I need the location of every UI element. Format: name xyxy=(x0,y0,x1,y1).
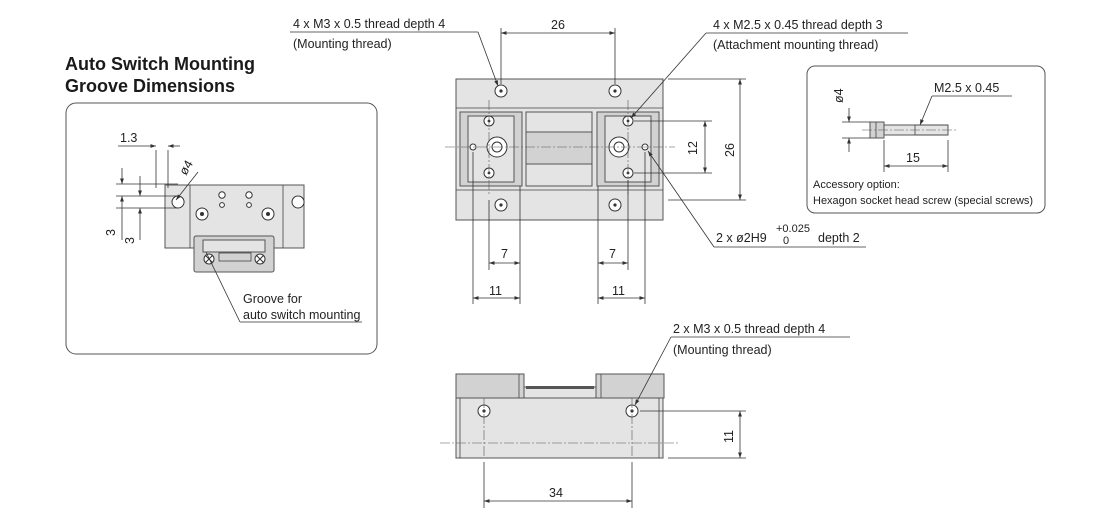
groove-label-line1: Groove for xyxy=(243,292,302,306)
accessory-note-line1: Accessory option: xyxy=(813,179,900,191)
groove-label-line2: auto switch mounting xyxy=(243,308,360,322)
accessory-note-line2: Hexagon socket head screw (special screw… xyxy=(813,195,1033,207)
callout-mount-line1: 4 x M3 x 0.5 thread depth 4 xyxy=(293,17,445,31)
dim-left-11: 11 xyxy=(489,284,502,298)
groove-dim-1.3: 1.3 xyxy=(120,131,137,145)
side-dim-34: 34 xyxy=(549,486,563,500)
side-left-jaw xyxy=(455,373,525,399)
side-callout-line1: 2 x M3 x 0.5 thread depth 4 xyxy=(673,322,825,336)
top-view: 26 4 x M3 x 0.5 thread depth 4 (Mounting… xyxy=(290,17,908,304)
dim-left-7: 7 xyxy=(501,247,508,261)
accessory-dim-dia4: ø4 xyxy=(832,88,846,103)
callout-pin-tol-lower: 0 xyxy=(783,235,789,247)
accessory-dim-15: 15 xyxy=(906,151,920,165)
dim-outer-26: 26 xyxy=(723,143,737,157)
accessory-frame xyxy=(806,65,1046,214)
callout-pin-prefix: 2 x ø2H9 xyxy=(716,231,767,245)
dim-right-11: 11 xyxy=(612,284,625,298)
accessory-thread-label: M2.5 x 0.45 xyxy=(934,81,999,95)
groove-dim-dia4: ø4 xyxy=(176,158,195,178)
groove-dim-3b: 3 xyxy=(123,237,137,244)
groove-title-line1: Auto Switch Mounting xyxy=(65,54,255,74)
groove-dim-3a: 3 xyxy=(104,229,118,236)
side-view: 2 x M3 x 0.5 thread depth 4 (Mounting th… xyxy=(440,322,850,508)
callout-mount-line2: (Mounting thread) xyxy=(293,37,392,51)
side-callout-line2: (Mounting thread) xyxy=(673,343,772,357)
callout-attach-line1: 4 x M2.5 x 0.45 thread depth 3 xyxy=(713,18,883,32)
accessory-section: ø4 M2.5 x 0.45 15 Accessory option: Hexa… xyxy=(806,65,1046,214)
groove-title-line2: Groove Dimensions xyxy=(65,76,235,96)
callout-pin-tol-upper: +0.025 xyxy=(776,223,810,235)
callout-attach-line2: (Attachment mounting thread) xyxy=(713,38,878,52)
callout-pin-suffix: depth 2 xyxy=(818,231,860,245)
side-right-jaw xyxy=(595,373,665,399)
groove-section: Auto Switch Mounting Groove Dimensions xyxy=(65,54,378,355)
dim-inner-12: 12 xyxy=(686,141,700,155)
groove-gripper-body xyxy=(164,184,305,273)
side-dim-11: 11 xyxy=(722,430,736,443)
dim-right-7: 7 xyxy=(609,247,616,261)
dim-top-26: 26 xyxy=(551,18,565,32)
